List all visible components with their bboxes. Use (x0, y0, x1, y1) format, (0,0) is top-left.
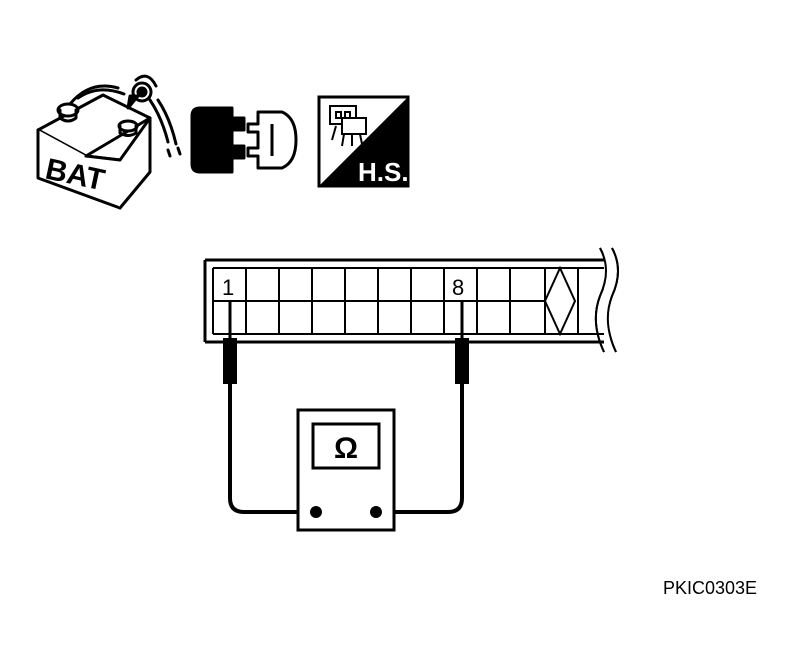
harness-side-icon (317, 95, 410, 188)
probe-right-grip (455, 338, 469, 384)
terminal-cell-grid (245, 268, 546, 334)
connector-key (543, 265, 577, 337)
harness-side-label: H.S. (358, 157, 409, 187)
terminal-8-label: 8 (452, 275, 464, 300)
ohmmeter-icon (296, 408, 396, 532)
meter-terminal-left (310, 506, 322, 518)
connector-disconnect-icon (190, 106, 298, 174)
ohm-symbol: Ω (334, 432, 358, 465)
lead-left (228, 384, 316, 514)
battery-disconnect-icon (36, 74, 182, 210)
connector-face (203, 247, 619, 353)
figure-code: PKIC0303E (663, 578, 757, 598)
probe-left-grip (223, 338, 237, 384)
lead-right (376, 384, 464, 514)
terminal-1-label: 1 (222, 275, 234, 300)
test-leads (223, 300, 469, 514)
meter-terminal-right (370, 506, 382, 518)
